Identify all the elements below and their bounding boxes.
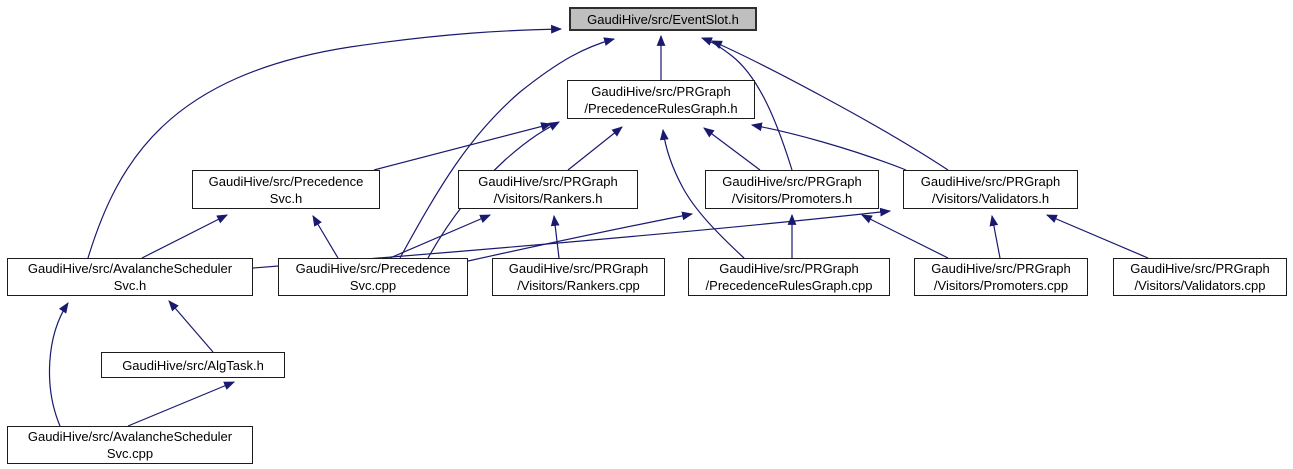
edge-precedencesvc-cpp-to-promoters-h xyxy=(467,211,694,262)
edge-avalancheschedulersvc-cpp-to-avalancheschedulersvc-h xyxy=(48,302,69,427)
node-promoters-cpp[interactable]: GaudiHive/src/PRGraph /Visitors/Promoter… xyxy=(914,258,1088,296)
edge-precedencesvc-h-to-precedencerulesgraph-h xyxy=(373,122,553,171)
node-rankers-h[interactable]: GaudiHive/src/PRGraph /Visitors/Rankers.… xyxy=(458,170,638,209)
edge-validators-h-to-eventslot-h xyxy=(710,40,949,171)
edge-avalancheschedulersvc-h-to-precedencesvc-h xyxy=(141,214,228,259)
node-avalancheschedulersvc-h[interactable]: GaudiHive/src/AvalancheScheduler Svc.h xyxy=(7,258,253,296)
node-validators-h[interactable]: GaudiHive/src/PRGraph /Visitors/Validato… xyxy=(903,170,1078,209)
node-eventslot-h: GaudiHive/src/EventSlot.h xyxy=(569,7,757,31)
edge-precedencesvc-cpp-to-eventslot-h xyxy=(399,37,616,259)
edge-promoters-h-to-precedencerulesgraph-h xyxy=(703,127,761,171)
edge-avalancheschedulersvc-h-to-eventslot-h xyxy=(87,24,563,259)
node-precedencesvc-cpp[interactable]: GaudiHive/src/Precedence Svc.cpp xyxy=(278,258,468,296)
edge-algtask-h-to-avalancheschedulersvc-h xyxy=(168,300,214,353)
edge-promoters-cpp-to-validators-h xyxy=(989,214,1001,259)
node-precedencesvc-h[interactable]: GaudiHive/src/Precedence Svc.h xyxy=(192,170,380,209)
edge-precedencesvc-cpp-to-rankers-h xyxy=(389,214,492,259)
node-precedencerulesgraph-cpp[interactable]: GaudiHive/src/PRGraph /PrecedenceRulesGr… xyxy=(688,258,890,296)
edge-precedencesvc-cpp-to-precedencerulesgraph-h xyxy=(427,121,560,259)
node-validators-cpp[interactable]: GaudiHive/src/PRGraph /Visitors/Validato… xyxy=(1113,258,1287,296)
edge-rankers-cpp-to-rankers-h xyxy=(550,214,560,259)
edge-precedencerulesgraph-cpp-to-precedencerulesgraph-h xyxy=(659,128,745,259)
node-rankers-cpp[interactable]: GaudiHive/src/PRGraph /Visitors/Rankers.… xyxy=(492,258,665,296)
edge-validators-h-to-precedencerulesgraph-h xyxy=(750,122,907,171)
node-promoters-h[interactable]: GaudiHive/src/PRGraph /Visitors/Promoter… xyxy=(705,170,879,209)
edge-promoters-cpp-to-promoters-h xyxy=(861,214,949,259)
edge-precedencesvc-cpp-to-precedencesvc-h xyxy=(312,215,339,259)
node-avalancheschedulersvc-cpp[interactable]: GaudiHive/src/AvalancheScheduler Svc.cpp xyxy=(7,426,253,464)
edge-avalancheschedulersvc-cpp-to-algtask-h xyxy=(127,381,236,427)
node-algtask-h[interactable]: GaudiHive/src/AlgTask.h xyxy=(101,352,285,378)
edge-validators-cpp-to-validators-h xyxy=(1045,214,1149,259)
node-precedencerulesgraph-h[interactable]: GaudiHive/src/PRGraph /PrecedenceRulesGr… xyxy=(567,80,755,119)
edge-rankers-h-to-precedencerulesgraph-h xyxy=(567,126,623,171)
